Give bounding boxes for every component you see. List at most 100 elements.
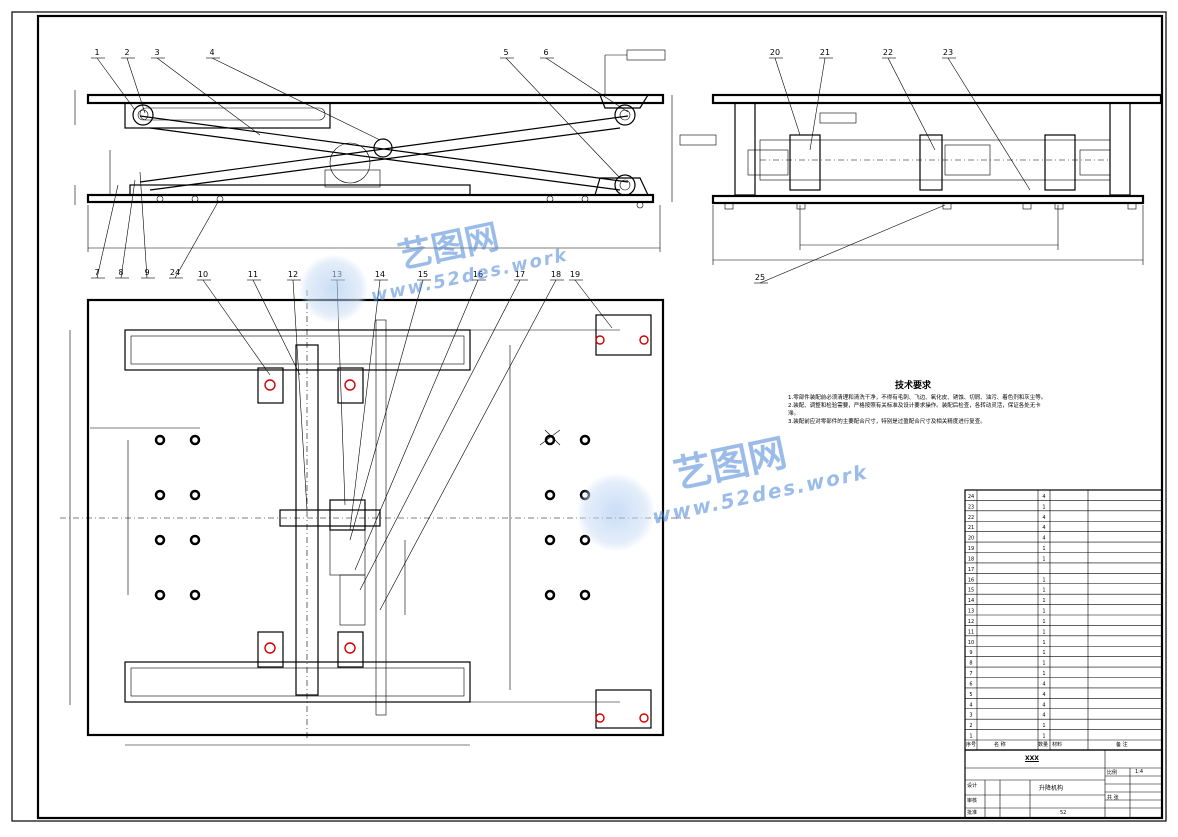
- leader-line: [359, 279, 521, 591]
- front-view: [74, 49, 673, 252]
- leader-line: [174, 201, 219, 279]
- bom-row-number: 23: [968, 504, 974, 510]
- leader-label: 16: [473, 270, 483, 279]
- leader-line: [292, 279, 308, 511]
- leader-line: [545, 57, 629, 113]
- leader-label: 4: [209, 48, 214, 57]
- leader-label: 14: [375, 270, 385, 279]
- bom-row-qty: 1: [1042, 556, 1045, 562]
- leader-label: 5: [503, 48, 508, 57]
- upper-slot: [139, 107, 326, 121]
- gear-block: [919, 134, 943, 191]
- side-base-plate: [711, 194, 1145, 205]
- bom-row-number: 1: [969, 734, 972, 740]
- tech-req-line-4: 3.装配前应对零部件的主要配合尺寸，特别是过盈配合尺寸及相关精度进行复查。: [788, 419, 986, 425]
- leader-line: [126, 57, 146, 114]
- leader-line: [120, 179, 136, 279]
- leader-line: [947, 57, 1031, 191]
- bom-row-number: 17: [968, 567, 974, 573]
- leader-line: [96, 184, 119, 279]
- bom-row-qty: 1: [1042, 650, 1045, 656]
- bom-row-qty: 4: [1042, 692, 1045, 698]
- leader-label: 21: [820, 48, 830, 57]
- leader-line: [156, 57, 261, 136]
- bom-row-number: 10: [968, 640, 974, 646]
- lower-guide-rail: [129, 184, 471, 196]
- bom-row-number: 14: [968, 598, 974, 604]
- bom-row-number: 21: [968, 525, 974, 531]
- tech-req-line-1: 1.零部件装配前必须清理和清洗干净，不得有毛刺、飞边、氧化皮、锈蚀、切屑、油污、…: [788, 395, 1047, 401]
- company-name: XXX: [1025, 755, 1039, 762]
- bom-header-std: 备 注: [1116, 742, 1128, 748]
- bom-row-qty: 1: [1042, 629, 1045, 635]
- bom-row-number: 19: [968, 546, 974, 552]
- leader-line: [887, 57, 936, 151]
- bom-row-number: 24: [968, 494, 974, 500]
- bom-row-qty: 4: [1042, 702, 1045, 708]
- bom-header: 序号 名 称 数量 材料 备 注: [966, 740, 1162, 750]
- bom-row-number: 4: [969, 702, 972, 708]
- bom-row-qty: 1: [1042, 734, 1045, 740]
- mounting-holes: [154, 434, 591, 601]
- bom-row-qty: 1: [1042, 609, 1045, 615]
- leader-line: [809, 57, 826, 151]
- leader-line: [252, 279, 301, 376]
- bom-row-qty: 1: [1042, 577, 1045, 583]
- bom-header-mat: 材料: [1052, 742, 1063, 748]
- motor-body: [944, 144, 991, 176]
- bom-row-number: 5: [969, 692, 972, 698]
- bearing-seat: [337, 631, 364, 668]
- bom-row-number: 22: [968, 515, 974, 521]
- leader-line: [774, 57, 801, 136]
- bom-row-number: 6: [969, 681, 972, 687]
- pivot-inner: [619, 109, 631, 121]
- technical-requirements: 技术要求 1.零部件装配前必须清理和清洗干净，不得有毛刺、飞边、氧化皮、锈蚀、切…: [788, 378, 1047, 426]
- bom-row-number: 12: [968, 619, 974, 625]
- pivot-center: [373, 138, 393, 158]
- leader-label: 24: [170, 268, 180, 277]
- leader-label: 17: [515, 270, 525, 279]
- pivot-upper-right: [614, 104, 636, 126]
- bearing-block-right: [1044, 134, 1076, 191]
- side-right-column: [1109, 102, 1131, 196]
- leader-line: [96, 57, 136, 111]
- leader-label: 12: [288, 270, 298, 279]
- pivot-inner: [137, 109, 149, 121]
- side-left-column: [734, 102, 756, 196]
- leader-line: [379, 279, 557, 611]
- bom-row-number: 13: [968, 609, 974, 615]
- scale-value: 1:4: [1135, 769, 1144, 775]
- leader-label: 23: [943, 48, 953, 57]
- corner-block-top-right: [595, 314, 652, 356]
- base-bolts: [156, 195, 644, 209]
- leader-line: [574, 279, 613, 329]
- leader-line: [139, 171, 148, 279]
- bom-row-qty: 1: [1042, 588, 1045, 594]
- bom-row-qty: 1: [1042, 546, 1045, 552]
- leader-label: 9: [144, 268, 149, 277]
- right-top-support: [599, 94, 650, 109]
- plan-view: [60, 290, 690, 746]
- drive-bracket: [324, 169, 381, 188]
- bearing-seat: [337, 367, 364, 404]
- leader-label: 11: [248, 270, 258, 279]
- bom-row-qty: 1: [1042, 671, 1045, 677]
- upper-guide-rail: [124, 102, 331, 129]
- bom-row-qty: 4: [1042, 681, 1045, 687]
- bearing-seat: [257, 367, 284, 404]
- check-label: 审核: [967, 798, 978, 804]
- pivot-upper-left: [132, 104, 154, 126]
- bom-row-qty: 1: [1042, 723, 1045, 729]
- leader-label: 20: [770, 48, 780, 57]
- bearing-block-left: [789, 134, 821, 191]
- bom-row-number: 18: [968, 556, 974, 562]
- leader-callouts: 1234567892420212223251011121314151617181…: [91, 48, 1031, 611]
- scale-label: 比例: [1107, 770, 1118, 776]
- leader-label: 6: [543, 48, 548, 57]
- bom-row-qty: 1: [1042, 640, 1045, 646]
- scissor-arm-b: [139, 115, 629, 183]
- designer-label: 设计: [967, 783, 978, 789]
- drive-wheel: [329, 142, 371, 184]
